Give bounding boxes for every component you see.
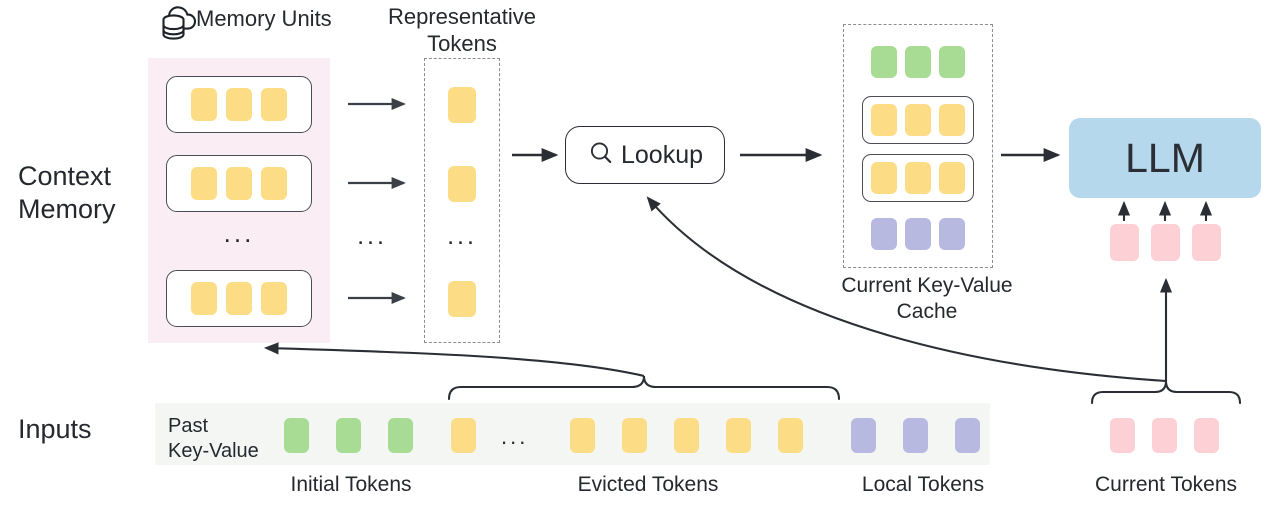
input-token-evicted-2 (570, 418, 595, 453)
input-token-current-3 (1194, 418, 1219, 453)
input-token-local-2 (903, 418, 928, 453)
representative-tokens-ellipsis: ... (447, 222, 477, 250)
memory-token (191, 167, 217, 200)
brace-evicted-tokens (447, 375, 841, 401)
kv-token (905, 104, 931, 136)
current-token-input-3 (1192, 224, 1221, 261)
row-label-context-memory: Context Memory (18, 161, 116, 224)
memory-token (261, 282, 287, 315)
memory-units-ellipsis: ... (223, 218, 255, 248)
current-kv-cache-label: Current Key-Value Cache (841, 274, 1013, 323)
memory-token (191, 88, 217, 121)
input-token-evicted-5 (726, 418, 751, 453)
kv-token (871, 218, 897, 250)
kv-token (905, 162, 931, 194)
memory-unit-2[interactable] (166, 155, 312, 212)
current-tokens-label: Current Tokens (1094, 473, 1238, 496)
kv-token (905, 46, 931, 78)
llm-box[interactable]: LLM (1069, 118, 1261, 198)
kv-token (939, 162, 965, 194)
kv-cache-row-initial (866, 40, 970, 84)
lookup-button[interactable]: Lookup (565, 126, 725, 184)
input-token-evicted-3 (622, 418, 647, 453)
input-token-local-1 (851, 418, 876, 453)
kv-token (871, 104, 897, 136)
kv-token (871, 46, 897, 78)
kv-token (905, 218, 931, 250)
input-token-initial-2 (336, 418, 361, 453)
kv-token (871, 162, 897, 194)
input-token-initial-1 (284, 418, 309, 453)
input-token-initial-3 (388, 418, 413, 453)
past-key-value-label: Past Key-Value (168, 415, 259, 462)
memory-token (191, 282, 217, 315)
search-icon (587, 139, 615, 172)
representative-tokens-box (424, 58, 500, 343)
input-token-evicted-4 (674, 418, 699, 453)
representative-token-1 (448, 87, 476, 123)
input-token-evicted-1 (451, 418, 476, 453)
current-token-input-1 (1110, 224, 1139, 261)
input-token-evicted-6 (778, 418, 803, 453)
arrow-evicted-to-context-memory (263, 342, 645, 378)
memory-token (226, 282, 252, 315)
kv-cache-row-retrieved-1 (862, 96, 974, 144)
llm-label: LLM (1125, 134, 1205, 181)
input-token-local-3 (955, 418, 980, 453)
evicted-tokens-label: Evicted Tokens (577, 473, 719, 496)
row-label-inputs: Inputs (18, 414, 92, 444)
mid-arrows-ellipsis: ... (357, 222, 387, 250)
input-token-current-2 (1152, 418, 1177, 453)
kv-token (939, 104, 965, 136)
memory-token (261, 167, 287, 200)
local-tokens-label: Local Tokens (861, 473, 985, 496)
kv-token (939, 46, 965, 78)
lookup-label: Lookup (620, 140, 704, 169)
representative-tokens-header: Representative Tokens (388, 4, 536, 56)
representative-token-3 (448, 281, 476, 317)
memory-token (226, 88, 252, 121)
brace-current-tokens (1090, 380, 1242, 405)
current-token-input-2 (1151, 224, 1180, 261)
memory-token (226, 167, 252, 200)
memory-unit-3[interactable] (166, 270, 312, 327)
representative-token-2 (448, 166, 476, 202)
input-token-current-1 (1110, 418, 1135, 453)
kv-cache-row-retrieved-2 (862, 154, 974, 202)
memory-token (261, 88, 287, 121)
input-sequence-ellipsis: ... (501, 424, 529, 449)
cloud-database-icon (156, 2, 202, 53)
kv-token (939, 218, 965, 250)
initial-tokens-label: Initial Tokens (290, 473, 412, 496)
memory-units-header: Memory Units (196, 6, 332, 31)
kv-cache-row-local (866, 212, 970, 256)
memory-unit-1[interactable] (166, 76, 312, 133)
